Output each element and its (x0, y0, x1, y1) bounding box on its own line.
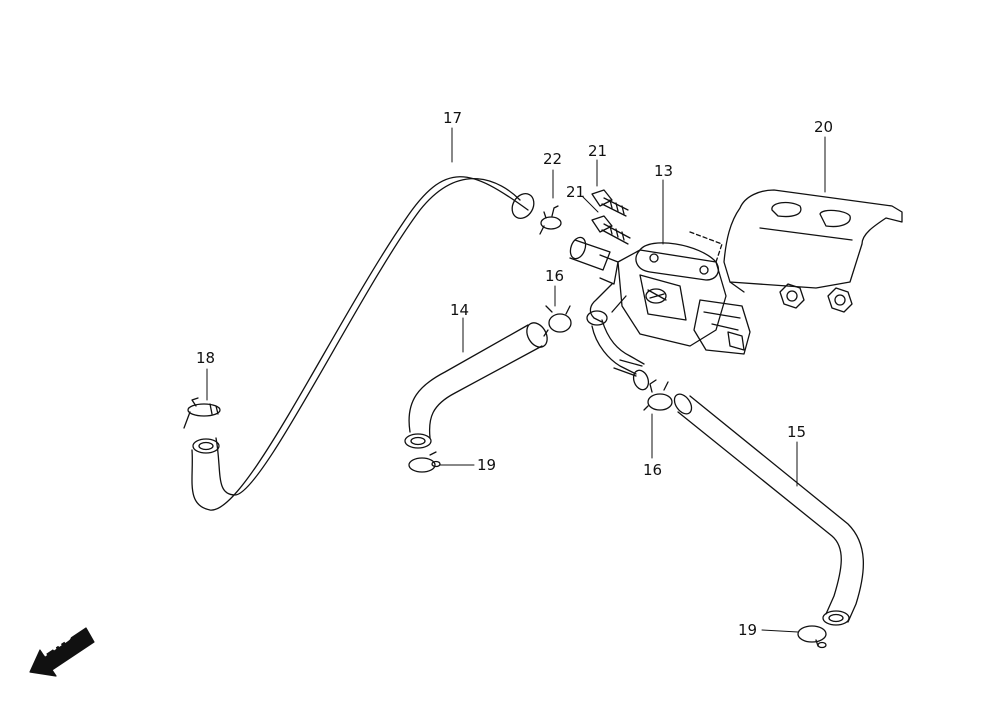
leader-lines (206, 127, 826, 633)
callout-19-right: 19 (738, 621, 758, 639)
nut-left (779, 283, 805, 309)
clamp-22 (539, 205, 562, 235)
callout-22: 22 (543, 150, 563, 168)
clamp-18 (183, 397, 221, 429)
hose-15 (673, 393, 864, 626)
bolt-21-upper (591, 189, 629, 217)
callout-13: 13 (654, 162, 674, 180)
clip-19-left (408, 451, 441, 473)
clip-19-right (797, 625, 827, 649)
callout-18: 18 (196, 349, 216, 367)
callout-16-lower: 16 (643, 461, 663, 479)
bolt-21-lower (591, 215, 631, 245)
clamp-16-lower (643, 379, 673, 411)
callout-21-upper: 21 (588, 142, 608, 160)
callout-21-lower: 21 (566, 183, 586, 201)
callout-14: 14 (450, 301, 470, 319)
callout-16-upper: 16 (545, 267, 565, 285)
hose-17 (191, 176, 535, 511)
callout-20: 20 (814, 118, 834, 136)
bracket-20 (723, 189, 903, 293)
fwd-arrow-icon (29, 627, 95, 677)
callout-19-left: 19 (477, 456, 497, 474)
air-cutoff-valve-13 (569, 231, 751, 391)
hose-14 (404, 322, 548, 449)
clamp-16-upper (543, 305, 572, 337)
nut-right (827, 287, 853, 313)
callout-15: 15 (787, 423, 807, 441)
callout-17: 17 (443, 109, 463, 127)
